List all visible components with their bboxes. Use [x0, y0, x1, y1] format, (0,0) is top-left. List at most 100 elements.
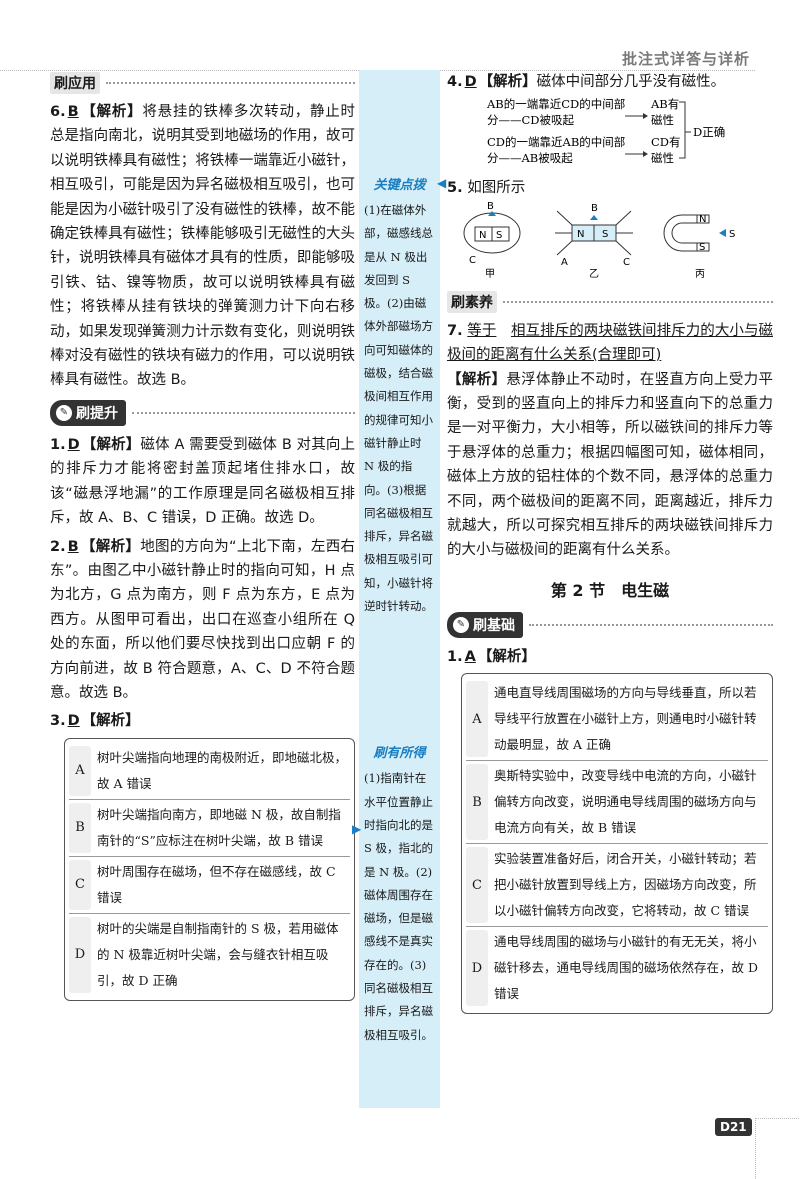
question-1: 1.D【解析】磁体 A 需要受到磁体 B 对其向上的排斥力才能将密封盖顶起堵住排… — [50, 433, 355, 531]
badge-pill: ✎刷基础 — [447, 611, 523, 638]
diagram-result: AB有 — [650, 97, 679, 111]
analysis-tag: 【解析】 — [80, 538, 141, 555]
gains-title: 刷有所得 — [373, 746, 426, 762]
analysis-text: 地图的方向为“上北下南，左西右东”。由图乙中小磁针静止时的指向可知，H 点为北方… — [50, 538, 355, 701]
option-key: C — [69, 859, 91, 910]
point-label: C — [469, 255, 476, 266]
pole-label: S — [602, 229, 608, 240]
pole-label: S — [699, 242, 705, 253]
q4-reasoning-diagram: AB的一端靠近CD的中间部 分——CD被吸起 CD的一端靠近AB的中间部 分——… — [486, 97, 725, 165]
analysis-tag: 【解析】 — [447, 371, 507, 388]
section-apply-label: 刷应用 — [50, 72, 100, 94]
section-basic-badge: ✎刷基础 — [447, 611, 773, 639]
diagram-line: 分——AB被吸起 — [487, 151, 573, 165]
analysis-text: 磁体中间部分几乎没有磁性。 — [536, 74, 726, 90]
question-number: 1. — [50, 436, 66, 453]
point-label: B — [487, 201, 494, 212]
analysis-text: 悬浮体静止不动时，在竖直方向上受力平衡，受到的竖直向上的排斥力和竖直向下的总重力… — [447, 371, 774, 559]
option-text: 通电直导线周围磁场的方向与导线垂直，所以若导线平行放置在小磁针上方，则通电时小磁… — [494, 685, 757, 753]
question-1b: 1.A【解析】 — [447, 645, 773, 669]
option-text: 树叶尖端指向地理的南极附近，即地磁北极，故 A 错误 — [97, 749, 348, 791]
analysis-tag: 【解析】 — [80, 104, 143, 120]
corner-decoration — [755, 1118, 800, 1179]
analysis-text: 磁体 A 需要受到磁体 B 对其向上的排斥力才能将密封盖顶起堵住排水口，故该“磁… — [50, 436, 355, 527]
right-column: 4.D【解析】磁体中间部分几乎没有磁性。 AB的一端靠近CD的中间部 分——CD… — [447, 70, 773, 1018]
diagram-line: CD的一端靠近AB的中间部 — [487, 135, 625, 149]
analysis-tag: 【解析】 — [81, 713, 140, 730]
section-literacy-label: 刷素养 — [447, 290, 497, 313]
option-key: D — [466, 930, 488, 1007]
dotted-divider — [529, 623, 773, 626]
answer: B — [67, 104, 79, 120]
dotted-divider — [132, 411, 355, 414]
answer-blank-2: 相互排斥的两块磁铁间排斥力的大小与磁极间的距离有什么关系(合理即可) — [447, 322, 774, 364]
section-apply-header: 刷应用 — [50, 72, 355, 94]
diagram-result: CD有 — [651, 135, 681, 149]
option-key: C — [466, 847, 488, 924]
badge-pill: ✎刷提升 — [50, 399, 126, 426]
section-literacy-header: 刷素养 — [447, 290, 773, 313]
dotted-divider — [503, 300, 773, 303]
figure-caption: 甲 — [485, 269, 495, 280]
brush-icon: ✎ — [453, 616, 469, 633]
section-title: 第 2 节 电生磁 — [550, 580, 670, 600]
brush-icon: ✎ — [56, 404, 72, 421]
option-key: D — [69, 916, 91, 993]
question-number: 5. — [447, 180, 463, 197]
option-text: 通电导线周围的磁场与小磁针的有无无关，将小磁针移去，通电导线周围的磁场依然存在，… — [494, 934, 758, 1002]
diagram-conclusion: D正确 — [693, 125, 725, 139]
answer: B — [67, 538, 79, 555]
pole-label: N — [479, 230, 486, 241]
diagram-line: AB的一端靠近CD的中间部 — [486, 97, 625, 111]
option-key: B — [69, 802, 91, 853]
pole-label: S — [496, 230, 502, 241]
page-header-title: 批注式详答与详析 — [621, 50, 750, 68]
option-text: 树叶的尖端是自制指南针的 S 极，若用磁体的 N 极靠近树叶尖端，会与缝衣针相互… — [97, 920, 339, 988]
question-number: 3. — [50, 713, 66, 730]
question-3: 3.D【解析】 — [50, 709, 355, 733]
answer: D — [67, 436, 80, 453]
diagram-result: 磁性 — [651, 151, 674, 165]
compass-needle-icon — [590, 214, 598, 220]
analysis-tag: 【解析】 — [81, 436, 141, 453]
key-points-title: 关键点拨 — [373, 178, 426, 193]
question-text: 如图所示 — [467, 180, 526, 197]
pointer-arrow-icon: ◀ — [437, 176, 447, 190]
question-2: 2.B【解析】地图的方向为“上北下南，左西右东”。由图乙中小磁针静止时的指向可知… — [50, 535, 355, 706]
compass-needle-icon — [719, 228, 726, 237]
figure-caption: 乙 — [589, 268, 599, 280]
diagram-result: 磁性 — [651, 113, 674, 127]
question-5: 5. 如图所示 — [447, 176, 773, 200]
pole-label: N — [577, 229, 584, 240]
pole-label: S — [729, 229, 735, 240]
analysis-tag: 【解析】 — [478, 74, 537, 90]
dotted-divider — [106, 82, 355, 84]
diagram-line: 分——CD被吸起 — [487, 113, 575, 127]
gains-text: (1)指南针在水平位置静止时指向北的是 S 极，指北的是 N 极。(2)磁体周围… — [364, 771, 434, 1042]
question-number: 4. — [447, 74, 463, 90]
option-text: 树叶周围存在磁场，但不存在磁感线，故 C 错误 — [97, 863, 336, 905]
arrow-head-icon — [643, 113, 648, 120]
question-number: 7. — [447, 322, 463, 339]
figure-bing: N S S 丙 — [663, 214, 735, 280]
figure-caption: 丙 — [695, 269, 705, 280]
option-text: 奥斯特实验中，改变导线中电流的方向，小磁针偏转方向改变，说明通电导线周围的磁场方… — [494, 768, 757, 836]
answer: D — [67, 713, 80, 730]
brace-icon — [679, 101, 691, 159]
annotation-sidebar: 关键点拨 (1)在磁体外部，磁感线总是从 N 极出发回到 S 极。(2)由磁体外… — [359, 70, 440, 1108]
option-text: 实验装置准备好后，闭合开关，小磁针转动；若把小磁针放置到导线上方，因磁场方向改变… — [494, 851, 757, 919]
point-label: C — [623, 257, 630, 268]
analysis-tag: 【解析】 — [477, 648, 536, 665]
left-column: 刷应用 6.B【解析】将悬挂的铁棒多次转动，静止时总是指向南北，说明其受到地磁场… — [50, 70, 355, 1005]
pointer-arrow-icon: ▶ — [352, 822, 362, 836]
